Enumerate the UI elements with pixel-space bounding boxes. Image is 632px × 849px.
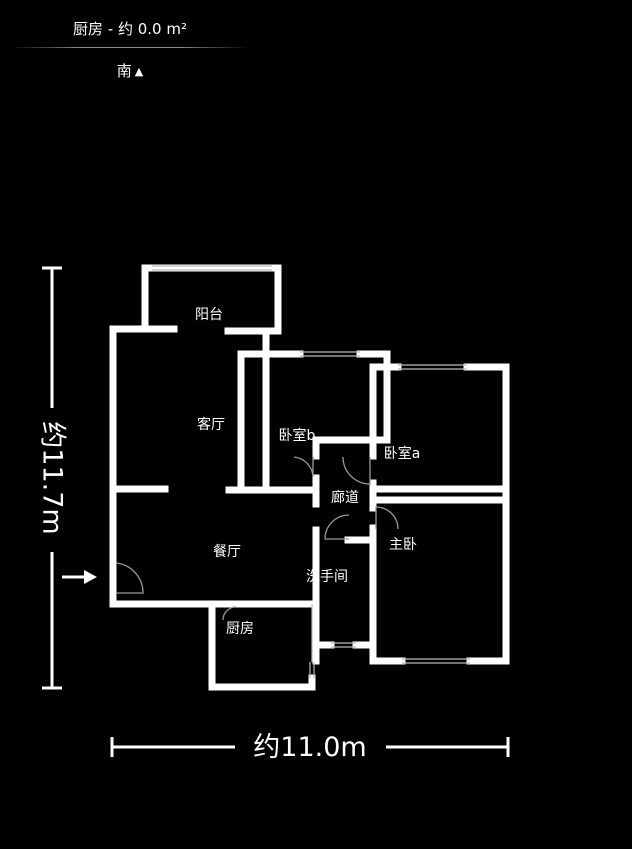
room-label-dining: 餐厅 <box>213 544 241 560</box>
room-label-master: 主卧 <box>389 537 417 553</box>
wall-balcony <box>141 264 282 335</box>
doors <box>115 456 399 621</box>
room-label-corridor: 廊道 <box>331 489 359 506</box>
height-dimension <box>42 266 62 690</box>
door-bedroom-a <box>342 456 371 485</box>
header-divider <box>10 47 250 48</box>
room-label-bathroom: 洗手间 <box>306 569 348 585</box>
room-label-bedroom-b: 卧室b <box>279 427 316 444</box>
arrow-right-icon <box>62 570 97 584</box>
door-kitchen <box>222 606 237 621</box>
room-label-living: 客厅 <box>197 416 225 433</box>
room-label-kitchen: 厨房 <box>226 621 254 637</box>
door-bedroom-b <box>293 456 314 478</box>
height-dimension-label: 约11.7m <box>37 421 68 534</box>
wall-kitchen <box>208 600 316 691</box>
walls <box>109 264 510 691</box>
floorplan-title: 厨房 - 约 0.0 m² <box>73 20 187 38</box>
width-dimension-label: 约11.0m <box>253 732 366 763</box>
door-master <box>375 506 399 530</box>
room-label-balcony: 阳台 <box>195 307 223 323</box>
triangle-up-icon: ▲ <box>134 65 144 78</box>
orientation-indicator: 南▲ <box>0 60 260 81</box>
windows <box>152 265 470 678</box>
door-entrance <box>115 562 144 594</box>
room-label-bedroom-a: 卧室a <box>384 445 421 462</box>
door-bathroom <box>324 514 350 540</box>
orientation-label: 南 <box>116 62 132 80</box>
width-dimension <box>110 737 510 757</box>
